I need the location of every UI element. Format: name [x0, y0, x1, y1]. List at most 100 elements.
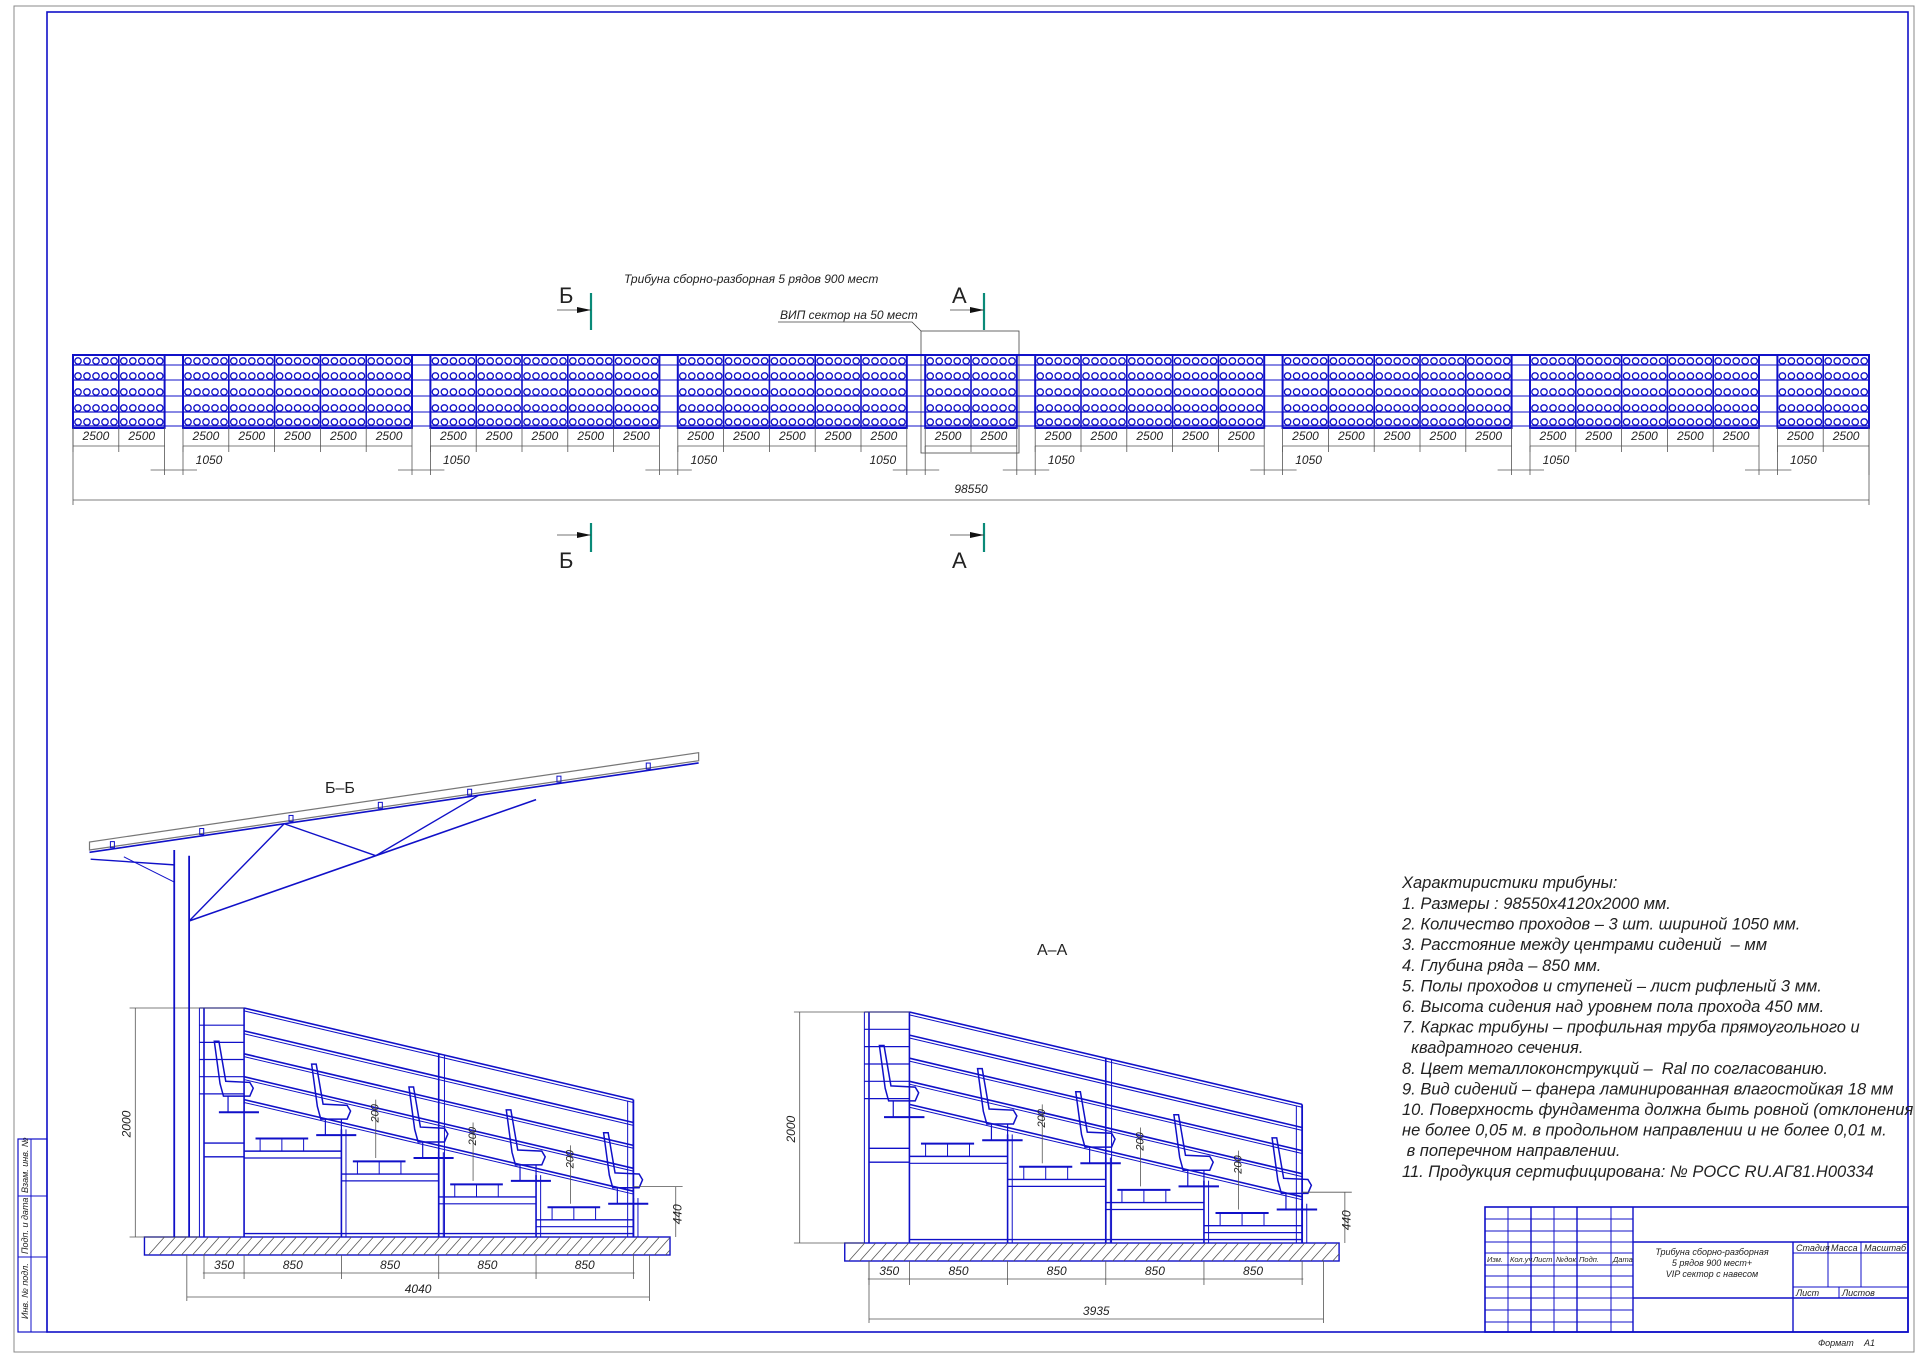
- seat: [962, 418, 971, 426]
- seat: [834, 372, 843, 380]
- seat: [275, 418, 284, 426]
- seat: [119, 404, 128, 412]
- seat: [302, 418, 311, 426]
- seat: [1493, 388, 1502, 396]
- seat: [1411, 418, 1420, 426]
- seat-icon: [213, 1040, 255, 1097]
- hatch-line: [511, 1236, 528, 1256]
- seat: [1200, 404, 1209, 412]
- seat: [1173, 372, 1182, 380]
- seat: [467, 404, 476, 412]
- seat: [816, 418, 825, 426]
- bay-dimension: 2500: [1786, 429, 1814, 443]
- hatch-line: [170, 1236, 187, 1256]
- seat: [751, 372, 760, 380]
- seat: [1100, 357, 1108, 365]
- seat: [1118, 372, 1126, 380]
- seat: [211, 388, 219, 396]
- seat: [797, 418, 806, 426]
- seat: [1787, 404, 1796, 412]
- seat: [357, 388, 366, 396]
- seat: [275, 388, 284, 396]
- hatch-line: [936, 1242, 954, 1262]
- bay-dimension: 2500: [622, 429, 650, 443]
- seat: [495, 357, 504, 365]
- hatch-line: [1112, 1242, 1130, 1262]
- seat: [1677, 404, 1686, 412]
- slab-outline: [844, 1242, 1340, 1262]
- seat: [1063, 357, 1072, 365]
- seat: [1329, 388, 1338, 396]
- seat: [348, 372, 357, 380]
- seat: [128, 357, 137, 365]
- seat: [155, 388, 164, 396]
- seat: [586, 357, 595, 365]
- seat: [788, 357, 797, 365]
- seat: [1531, 372, 1539, 380]
- seat: [1814, 357, 1823, 365]
- seat: [999, 404, 1007, 412]
- seat: [595, 404, 604, 412]
- seat: [1677, 357, 1686, 365]
- seat: [1421, 357, 1429, 365]
- seat: [1549, 357, 1557, 365]
- seat: [1612, 388, 1621, 396]
- seat: [1824, 372, 1833, 380]
- seat: [1805, 357, 1814, 365]
- seat: [146, 357, 155, 365]
- roof-beam: [89, 762, 699, 854]
- seat: [1145, 388, 1154, 396]
- seat: [568, 404, 577, 412]
- seat: [155, 357, 164, 365]
- seat: [962, 372, 971, 380]
- hatch-line: [969, 1242, 987, 1262]
- outer-border: [13, 5, 1915, 1353]
- seat: [348, 418, 357, 426]
- section-title: Б–Б: [325, 780, 355, 797]
- hatch-line: [1090, 1242, 1108, 1262]
- seat: [220, 404, 228, 412]
- seat: [1860, 418, 1869, 426]
- seat: [935, 357, 944, 365]
- seat: [1136, 357, 1145, 365]
- seat: [1567, 404, 1575, 412]
- seat: [825, 388, 834, 396]
- bay-dimension: 2500: [1584, 429, 1612, 443]
- seat: [1778, 372, 1787, 380]
- seat: [513, 418, 522, 426]
- seat: [678, 372, 687, 380]
- seat: [284, 388, 293, 396]
- seat: [1796, 388, 1805, 396]
- seat: [1833, 372, 1842, 380]
- seat-icon: [310, 1063, 352, 1120]
- seat: [1036, 388, 1045, 396]
- step-dimension: 350: [879, 1264, 899, 1278]
- seat: [880, 418, 888, 426]
- section-letter: А: [952, 283, 967, 308]
- seat: [403, 372, 412, 380]
- seat: [1778, 404, 1787, 412]
- seat: [394, 372, 403, 380]
- seat: [394, 418, 403, 426]
- seat: [1283, 388, 1292, 396]
- seat: [1796, 372, 1805, 380]
- seat: [1439, 404, 1447, 412]
- seat: [1723, 388, 1732, 396]
- step-dimension: 850: [477, 1258, 497, 1272]
- seat: [678, 404, 687, 412]
- seat: [889, 388, 897, 396]
- seat: [1640, 404, 1649, 412]
- seat: [889, 418, 897, 426]
- seat: [92, 418, 100, 426]
- purlin: [645, 762, 651, 770]
- tb-stage: Стадия: [1796, 1243, 1830, 1253]
- seat: [1622, 357, 1631, 365]
- seat: [1439, 372, 1447, 380]
- seat: [1338, 372, 1347, 380]
- seat: [871, 388, 879, 396]
- seat: [1658, 388, 1667, 396]
- seat: [1631, 357, 1640, 365]
- seat: [74, 388, 82, 396]
- seat: [1732, 388, 1741, 396]
- seat: [1787, 388, 1796, 396]
